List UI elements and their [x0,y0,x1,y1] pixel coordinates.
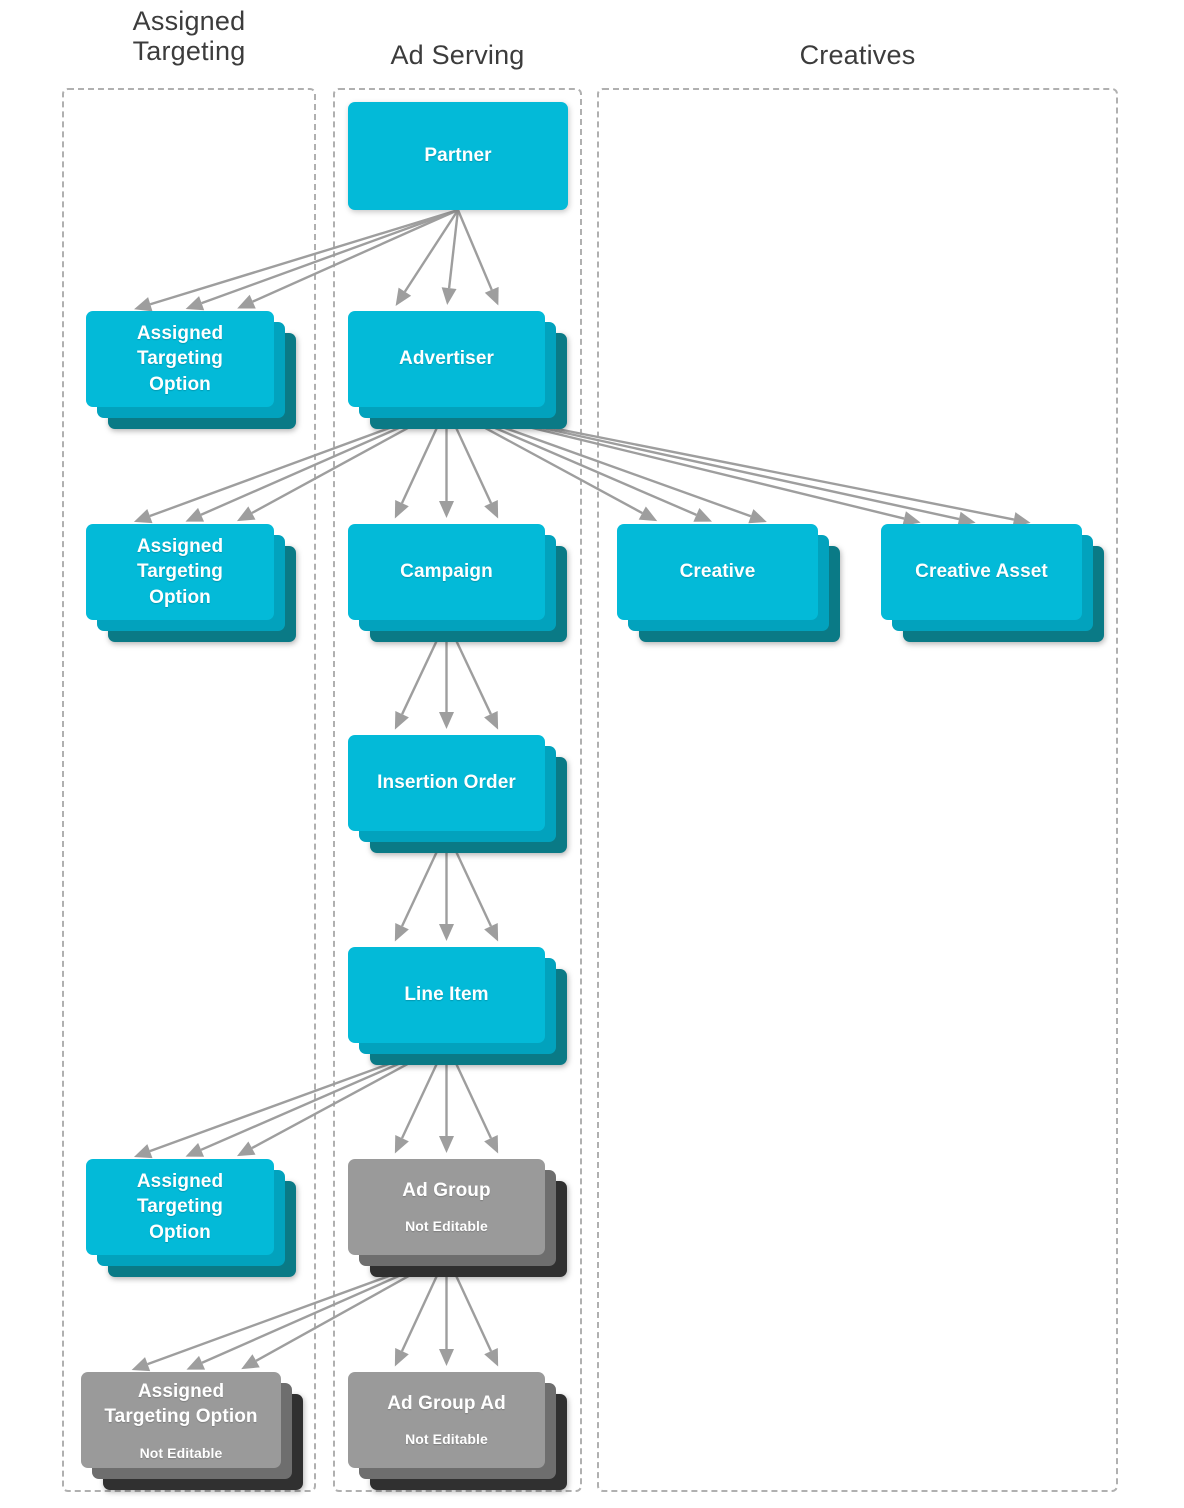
node-face-ad-group-ad[interactable]: Ad Group Ad Not Editable [348,1372,545,1468]
node-title-campaign: Campaign [400,560,493,582]
node-face-advertiser[interactable]: Advertiser [348,311,545,407]
node-face-insertion-order[interactable]: Insertion Order [348,735,545,831]
column-frame-assigned-targeting [62,88,316,1492]
node-title-ad-group: Ad Group [402,1179,491,1201]
node-insertion-order[interactable]: Insertion Order [348,735,567,853]
node-advertiser[interactable]: Advertiser [348,311,567,429]
node-face-assigned-targeting-option-partner[interactable]: Assigned Targeting Option [86,311,274,407]
node-title-partner: Partner [424,144,492,166]
node-line-item[interactable]: Line Item [348,947,567,1065]
node-face-creative[interactable]: Creative [617,524,818,620]
node-title-assigned-targeting-option-partner: Assigned Targeting Option [136,322,224,395]
node-title-creative-asset: Creative Asset [915,560,1048,582]
node-campaign[interactable]: Campaign [348,524,567,642]
node-title-creative: Creative [679,560,756,582]
column-frame-ad-serving [333,88,582,1492]
node-title-advertiser: Advertiser [399,347,494,369]
node-title-line-item: Line Item [404,983,489,1005]
node-assigned-targeting-option-partner[interactable]: Assigned Targeting Option [86,311,296,429]
node-assigned-targeting-option-advertiser[interactable]: Assigned Targeting Option [86,524,296,642]
node-creative-asset[interactable]: Creative Asset [881,524,1104,642]
node-creative[interactable]: Creative [617,524,840,642]
node-title-ad-group-ad: Ad Group Ad [387,1392,506,1414]
column-title-creatives: Creatives [799,40,916,70]
node-subtitle-ad-group-ad: Not Editable [405,1431,488,1448]
node-face-partner[interactable]: Partner [348,102,568,210]
node-face-assigned-targeting-option-advertiser[interactable]: Assigned Targeting Option [86,524,274,620]
node-assigned-targeting-option-lineitem[interactable]: Assigned Targeting Option [86,1159,296,1277]
column-title-ad-serving: Ad Serving [390,40,525,70]
node-subtitle-ad-group: Not Editable [405,1218,488,1235]
node-title-insertion-order: Insertion Order [377,771,516,793]
node-title-assigned-targeting-option-advertiser: Assigned Targeting Option [136,535,224,608]
node-subtitle-assigned-targeting-option-adgroup: Not Editable [139,1445,223,1462]
column-frame-creatives [597,88,1118,1492]
node-face-creative-asset[interactable]: Creative Asset [881,524,1082,620]
node-ad-group-ad[interactable]: Ad Group Ad Not Editable [348,1372,567,1490]
node-face-assigned-targeting-option-lineitem[interactable]: Assigned Targeting Option [86,1159,274,1255]
node-title-assigned-targeting-option-lineitem: Assigned Targeting Option [136,1170,224,1243]
node-partner[interactable]: Partner [348,102,568,210]
node-face-line-item[interactable]: Line Item [348,947,545,1043]
node-title-assigned-targeting-option-adgroup: Assigned Targeting Option [104,1380,258,1427]
column-title-assigned-targeting: Assigned Targeting [132,6,246,67]
node-face-campaign[interactable]: Campaign [348,524,545,620]
